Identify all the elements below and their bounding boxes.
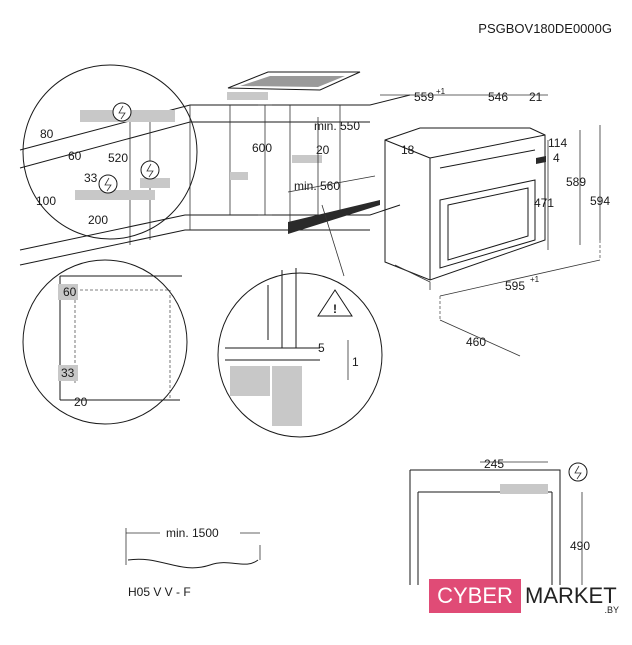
dim-60: 60 — [68, 149, 82, 163]
dim-245: 245 — [484, 457, 504, 471]
dim-595-tolerance: +1 — [530, 275, 540, 284]
dim-460: 460 — [466, 335, 486, 349]
dim-33-corner: 33 — [61, 366, 75, 380]
dim-490: 490 — [570, 539, 590, 553]
dim-114: 114 — [548, 136, 567, 150]
logo-market: MARKET — [525, 583, 617, 608]
dim-471: 471 — [534, 196, 554, 210]
dim-559-tolerance: +1 — [436, 87, 446, 96]
zoom-circle-sockets — [22, 64, 198, 240]
zoom-circle-cabinet-corner: 60 33 20 — [22, 259, 188, 425]
dim-min1500: min. 1500 — [166, 526, 219, 540]
plug-icon — [140, 160, 160, 180]
dim-1: 1 — [352, 355, 359, 369]
zoom-connector — [321, 204, 345, 277]
oven-drawing — [384, 127, 546, 290]
warning-icon — [317, 289, 353, 317]
dim-min550: min. 550 — [314, 119, 360, 133]
dim-80: 80 — [40, 127, 54, 141]
dim-100: 100 — [36, 194, 56, 208]
dim-33: 33 — [84, 171, 98, 185]
cable-type-label: H05 V V - F — [128, 585, 191, 599]
zoom-circle-warning-section: ! 5 1 — [217, 268, 383, 438]
power-cable: min. 1500 H05 V V - F — [125, 526, 261, 599]
dim-589: 589 — [566, 175, 586, 189]
dim-5: 5 — [318, 341, 325, 355]
dim-600: 600 — [252, 141, 272, 155]
oven-dimensions: 559 +1 546 21 114 4 18 589 594 471 595 +… — [380, 87, 610, 357]
dim-18: 18 — [401, 143, 415, 157]
kitchen-cabinet-perspective — [19, 71, 411, 266]
dim-21: 21 — [529, 90, 543, 104]
dim-60-corner: 60 — [63, 285, 77, 299]
cybermarket-logo: CYBER MARKET .BY — [429, 575, 625, 617]
dim-20: 20 — [316, 143, 330, 157]
model-code: PSGBOV180DE0000G — [478, 21, 612, 36]
plug-icon — [112, 102, 132, 122]
plug-icon — [568, 462, 588, 482]
dim-546: 546 — [488, 90, 508, 104]
plug-icon — [98, 174, 118, 194]
logo-domain: .BY — [604, 605, 619, 615]
dim-200: 200 — [88, 213, 108, 227]
dim-559: 559 — [414, 90, 434, 104]
dim-595: 595 — [505, 279, 525, 293]
logo-cyber: CYBER — [429, 579, 521, 613]
side-section-cable: 245 490 — [409, 457, 590, 585]
dim-4: 4 — [553, 151, 560, 165]
cabinet-dimensions: 80 60 520 33 100 200 600 min. 550 20 min… — [36, 104, 376, 227]
dim-520: 520 — [108, 151, 128, 165]
dim-20-corner: 20 — [74, 395, 88, 409]
dim-min560: min. 560 — [294, 179, 340, 193]
svg-text:!: ! — [333, 302, 337, 316]
